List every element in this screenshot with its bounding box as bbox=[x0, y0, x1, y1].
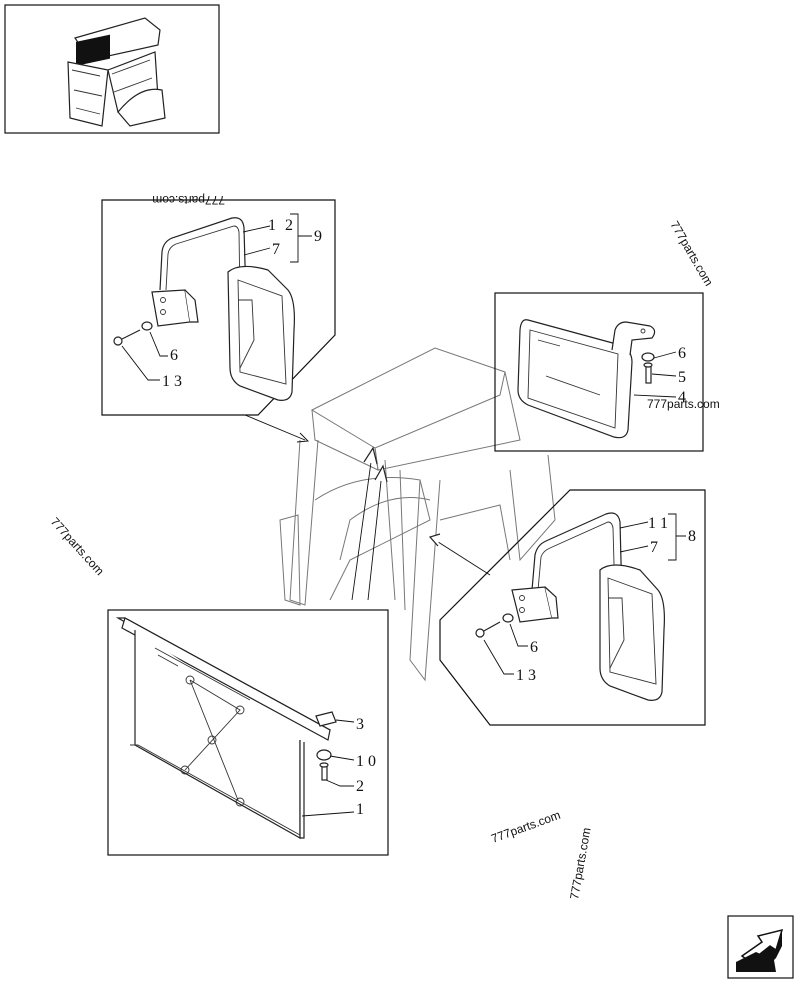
sunshade-blind bbox=[115, 617, 332, 840]
cab-outline bbox=[279, 347, 556, 682]
watermark: 777parts.com bbox=[667, 219, 715, 289]
callout-6: 6 bbox=[170, 347, 178, 364]
callout-1: 1 bbox=[356, 801, 364, 818]
watermark: 777parts.com bbox=[489, 808, 562, 846]
callout-10: 1 0 bbox=[356, 753, 376, 770]
mirror-glass bbox=[227, 265, 295, 401]
callout-7: 7 bbox=[272, 241, 280, 258]
detail-panel-sunshade: 3 1 0 2 1 bbox=[107, 609, 389, 856]
panel-frame bbox=[107, 609, 389, 856]
detail-panel-mirror-lower: 1 1 7 8 6 1 3 bbox=[439, 489, 706, 726]
callout-6: 6 bbox=[530, 639, 538, 656]
mirror-bracket bbox=[611, 321, 656, 356]
screw-and-washer bbox=[641, 352, 655, 384]
detail-panel-mirror-left: 1 2 7 9 6 1 3 bbox=[101, 199, 336, 416]
watermark: 777parts.com bbox=[567, 826, 593, 900]
mounting-bracket bbox=[151, 289, 199, 327]
thumbnail-frame bbox=[4, 4, 220, 134]
panel-frame bbox=[494, 292, 704, 452]
next-page-arrow-icon bbox=[736, 928, 784, 972]
panel-frame bbox=[101, 199, 336, 416]
bolt-and-washer bbox=[113, 321, 153, 346]
nav-frame bbox=[727, 915, 794, 979]
callout-7: 7 bbox=[650, 539, 658, 556]
mirror-arm bbox=[159, 217, 247, 301]
callout-13: 1 3 bbox=[162, 373, 182, 390]
watermark: 777parts.com bbox=[152, 193, 225, 207]
callout-5: 5 bbox=[678, 369, 686, 386]
panel-frame bbox=[439, 489, 706, 726]
callout-3: 3 bbox=[356, 716, 364, 733]
tractor-cab-icon bbox=[67, 17, 166, 127]
nut-washer-screw bbox=[315, 711, 337, 781]
mirror-glass bbox=[599, 564, 665, 701]
callout-2: 2 bbox=[285, 217, 293, 234]
bolt-and-washer bbox=[475, 613, 514, 638]
callout-4: 4 bbox=[678, 389, 686, 406]
cab-thumbnail[interactable] bbox=[4, 4, 220, 134]
callout-13: 1 3 bbox=[516, 667, 536, 684]
watermark: 777parts.com bbox=[647, 397, 720, 411]
callout-8: 8 bbox=[688, 528, 696, 545]
callout-11: 1 1 bbox=[648, 515, 668, 532]
next-page-button[interactable] bbox=[727, 915, 794, 979]
callout-2: 2 bbox=[356, 778, 364, 795]
callout-9: 9 bbox=[314, 228, 322, 245]
detail-panel-mirror-right: 6 5 4 bbox=[494, 292, 704, 452]
callout-1: 1 bbox=[268, 217, 276, 234]
callout-6: 6 bbox=[678, 345, 686, 362]
mounting-bracket bbox=[511, 586, 559, 623]
pointer-arrows bbox=[244, 414, 491, 601]
watermark: 777parts.com bbox=[48, 515, 107, 578]
